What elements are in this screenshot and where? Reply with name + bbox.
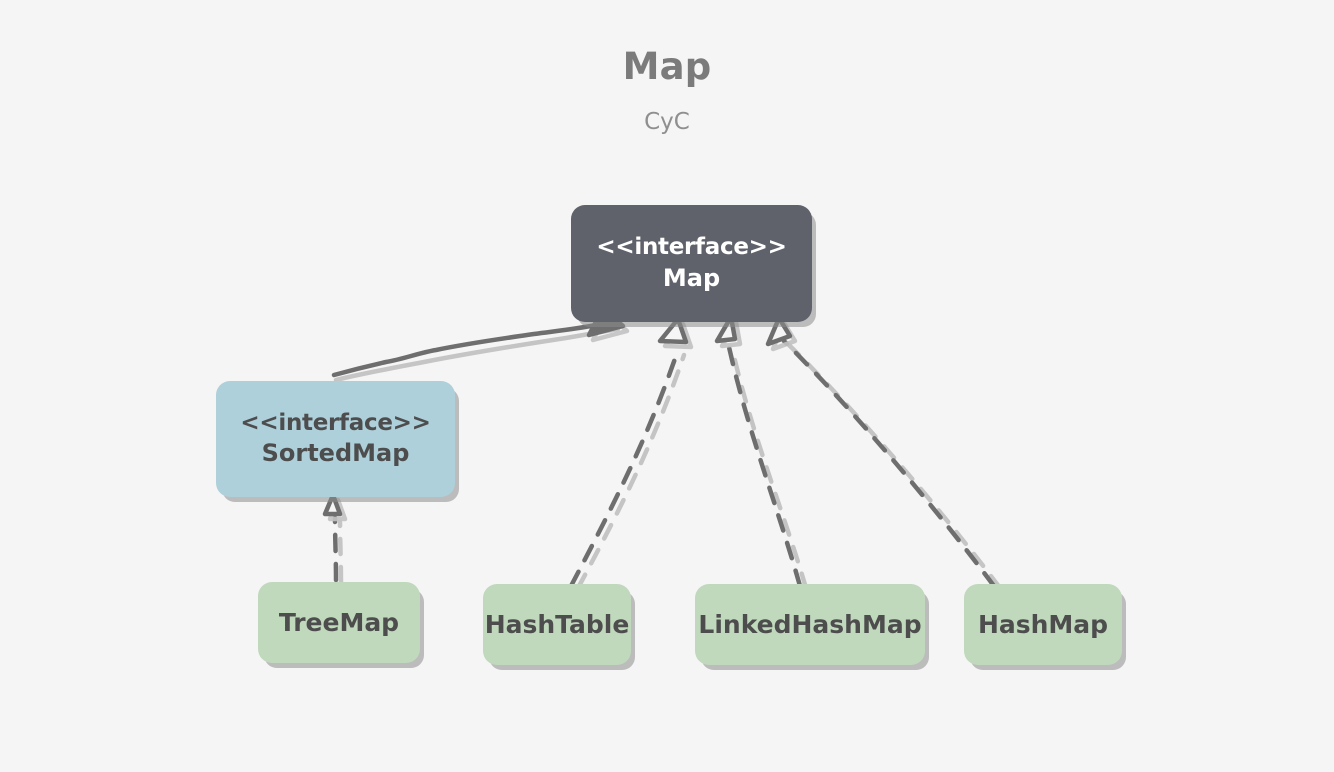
edge-treemap-to-sortedmap xyxy=(332,515,339,583)
node-hashtable-name: HashTable xyxy=(484,609,630,639)
edge-hashtable-to-map xyxy=(568,347,681,589)
arrowhead-treemap-sortedmap xyxy=(322,492,343,517)
node-sortedmap[interactable]: <<interface>> SortedMap xyxy=(216,381,455,497)
node-sortedmap-stereotype: <<interface>> xyxy=(240,409,431,436)
edge-hashmap-to-map xyxy=(781,338,997,589)
edge-linkedhashmap-to-map xyxy=(726,344,803,589)
node-linkedhashmap[interactable]: LinkedHashMap xyxy=(695,584,925,665)
node-linkedhashmap-name: LinkedHashMap xyxy=(698,609,922,639)
node-map-name: Map xyxy=(662,263,721,292)
page-title: Map xyxy=(622,45,712,88)
arrowhead-hashtable-map xyxy=(657,316,689,345)
node-treemap-name: TreeMap xyxy=(278,607,400,637)
node-map[interactable]: <<interface>> Map xyxy=(571,205,812,322)
page-subtitle: CyC xyxy=(644,109,690,135)
node-hashmap[interactable]: HashMap xyxy=(964,584,1122,665)
edge-sortedmap-to-map xyxy=(331,318,619,378)
node-treemap[interactable]: TreeMap xyxy=(258,582,420,663)
node-hashtable[interactable]: HashTable xyxy=(483,584,631,665)
node-hashmap-name: HashMap xyxy=(977,609,1109,639)
node-map-stereotype: <<interface>> xyxy=(596,234,787,261)
node-sortedmap-name: SortedMap xyxy=(261,439,410,468)
